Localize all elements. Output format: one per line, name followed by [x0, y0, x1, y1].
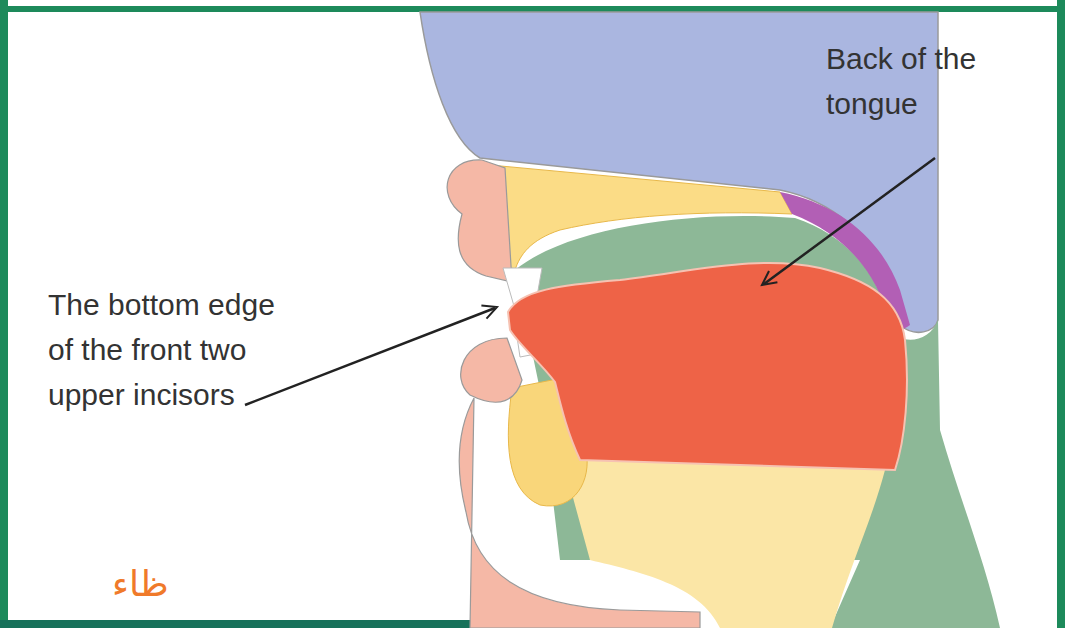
frame-left	[0, 0, 8, 628]
frame-right	[1057, 0, 1065, 628]
leader-line	[764, 158, 935, 284]
mouth-floor	[560, 450, 885, 628]
part-label: Back of the tongue	[826, 36, 1001, 126]
frame-bottom	[0, 620, 540, 628]
part-label: The bottom edge of the front two upper i…	[48, 282, 298, 417]
arrow-head	[762, 271, 777, 285]
leader-line	[245, 308, 495, 405]
lower-lip	[461, 338, 522, 402]
upper-lip	[447, 160, 512, 282]
frame-top	[0, 6, 1065, 12]
tongue	[508, 263, 907, 470]
letter-label: ظاء	[112, 562, 232, 606]
hard-palate	[490, 165, 792, 270]
arrow-head	[481, 306, 497, 319]
